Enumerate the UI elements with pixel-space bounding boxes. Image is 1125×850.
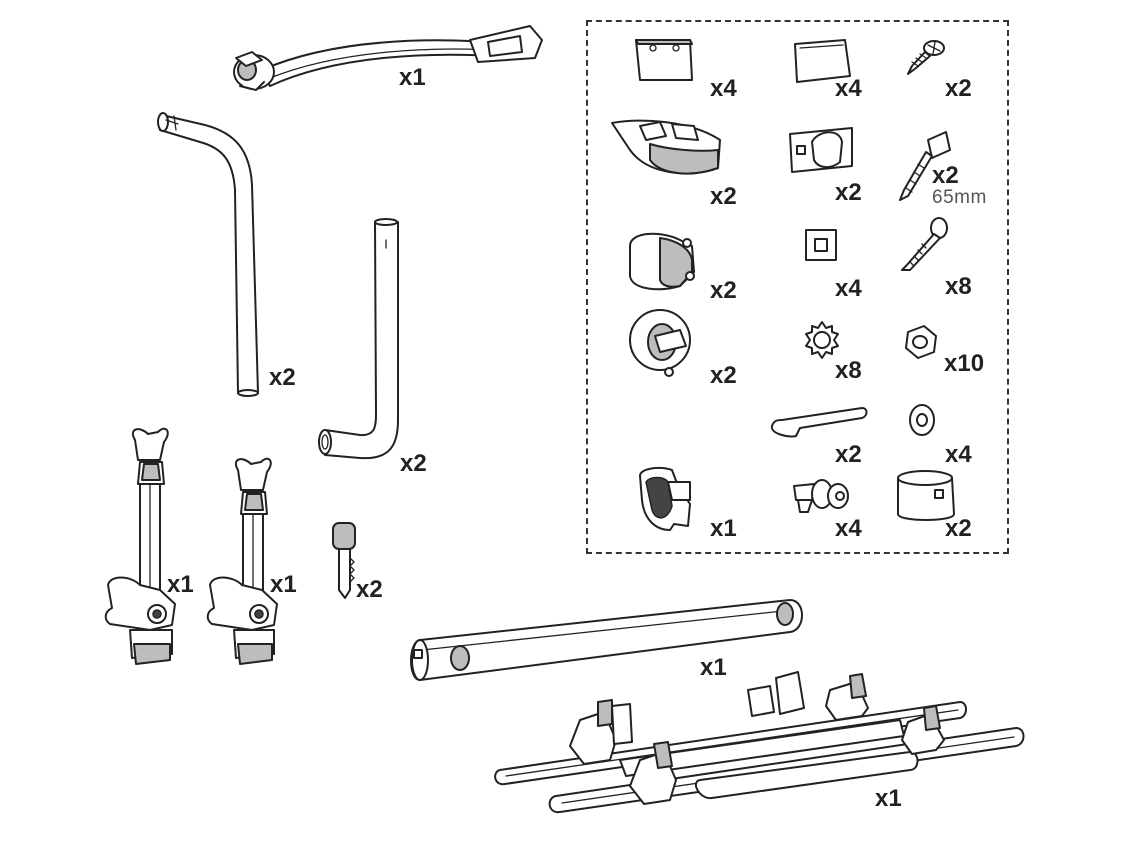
plate-qty: x4: [710, 75, 737, 102]
cap-icon: [794, 39, 851, 83]
carriage-bolt-icon: [901, 217, 948, 271]
end-cap-qty: x2: [710, 277, 737, 304]
upper-arm-icon: [233, 25, 543, 91]
knob-qty: x2: [710, 362, 737, 389]
pin-qty: x4: [835, 515, 862, 542]
crossbar-qty: x1: [700, 654, 727, 681]
screw-qty: x2: [945, 75, 972, 102]
wheel-holder-right-qty: x1: [270, 571, 297, 598]
lever-qty: x2: [710, 183, 737, 210]
hex-key-qty: x2: [835, 441, 862, 468]
square-washer-qty: x4: [835, 275, 862, 302]
base-rack-qty: x1: [875, 785, 902, 812]
bolt-length-note: 65mm: [932, 187, 987, 208]
crossbar-icon: [410, 599, 803, 681]
hardware-box: [586, 20, 1009, 554]
plate-icon: [635, 39, 693, 81]
round-washer-qty: x4: [945, 441, 972, 468]
wheel-holder-left-qty: x1: [167, 571, 194, 598]
cap-qty: x4: [835, 75, 862, 102]
frame-tube-icon: [318, 218, 399, 460]
lever-icon: [611, 119, 721, 175]
screw-icon: [907, 40, 945, 75]
knob-icon: [629, 309, 691, 377]
frame-tube-left-qty: x2: [269, 364, 296, 391]
base-rack-icon: [494, 671, 1025, 814]
bolt-qty: x2: [932, 162, 959, 189]
upper-arm-qty: x1: [399, 64, 426, 91]
round-washer-icon: [909, 404, 935, 436]
strap-icon: [639, 467, 691, 531]
strap-qty: x1: [710, 515, 737, 542]
nut-qty: x10: [944, 350, 985, 377]
frame-tube-icon: [157, 112, 259, 397]
wheel-holder-icon: [104, 427, 176, 665]
key-icon: [332, 522, 356, 599]
end-cap-icon: [629, 232, 695, 291]
sleeve-qty: x2: [945, 515, 972, 542]
nut-icon: [905, 325, 937, 359]
star-washer-icon: [805, 321, 839, 359]
hex-key-icon: [770, 407, 868, 438]
bracket-qty: x2: [835, 179, 862, 206]
wheel-holder-icon: [206, 457, 278, 665]
bolt-icon: [899, 131, 951, 201]
carriage-bolt-qty: x8: [945, 273, 972, 300]
bracket-icon: [789, 127, 853, 173]
sleeve-icon: [897, 470, 955, 521]
key-qty: x2: [356, 576, 383, 603]
frame-tube-right-qty: x2: [400, 450, 427, 477]
star-washer-qty: x8: [835, 357, 862, 384]
square-washer-icon: [805, 229, 837, 261]
pin-icon: [793, 479, 849, 513]
